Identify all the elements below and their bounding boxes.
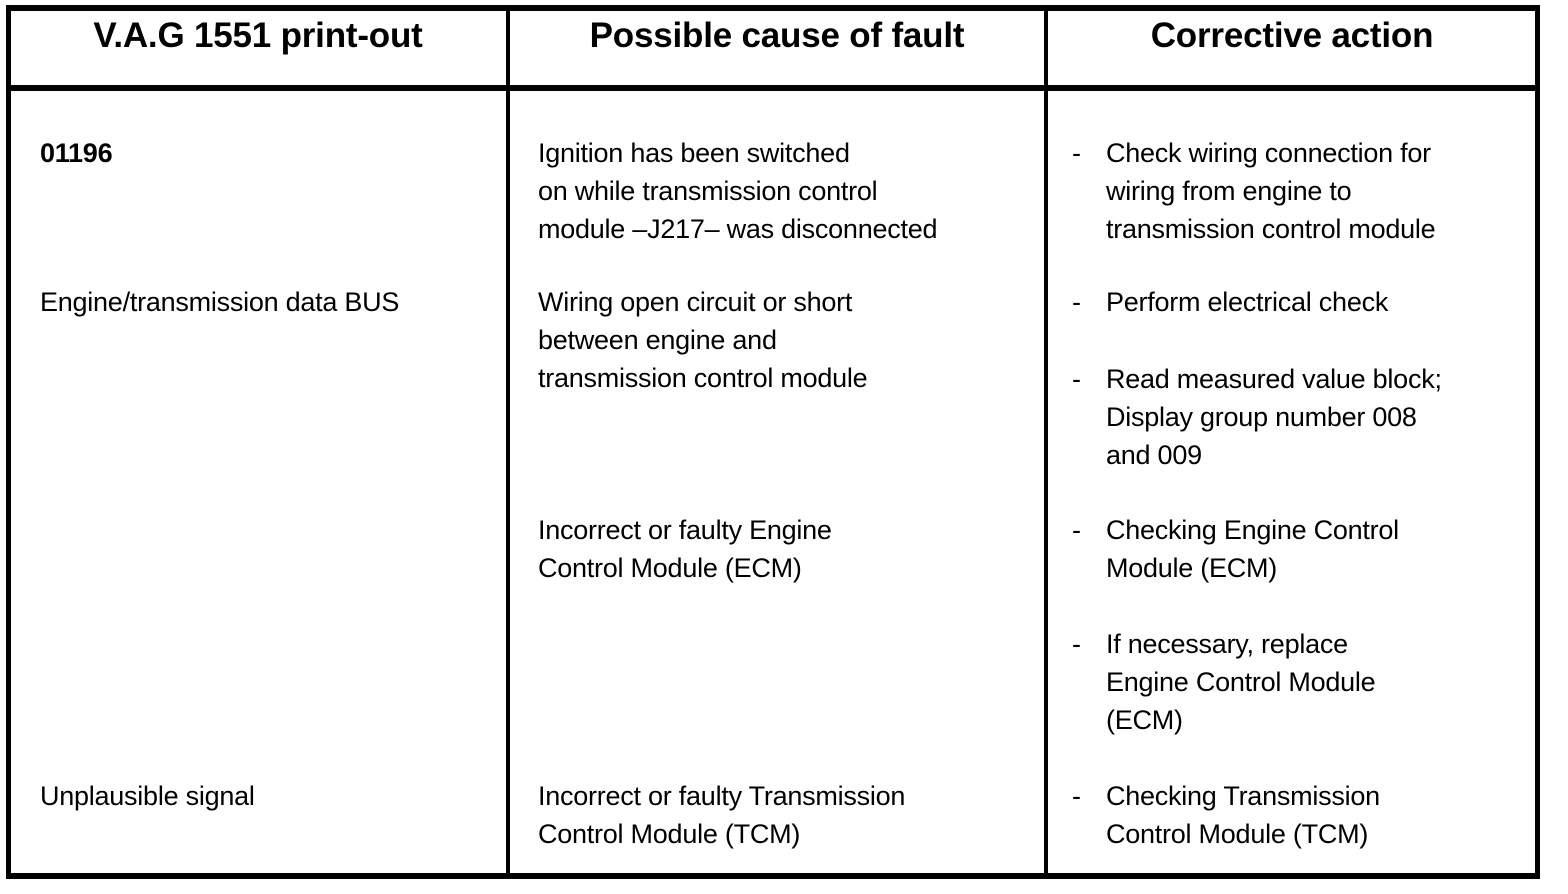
- printout-code: 01196: [40, 138, 113, 168]
- action-bullet: - Read measured value block; Display gro…: [1072, 360, 1532, 474]
- bullet-dash-icon: -: [1072, 629, 1081, 659]
- action-item: - Checking Transmission Control Module (…: [1072, 777, 1532, 853]
- bullet-dash-icon: -: [1072, 515, 1081, 545]
- cause-item: Incorrect or faulty Transmission Control…: [538, 777, 1038, 853]
- action-line: If necessary, replace: [1106, 629, 1348, 659]
- cause-line: between engine and: [538, 325, 777, 355]
- printout-description-bus: Engine/transmission data BUS: [40, 287, 400, 317]
- column-divider-1: [506, 5, 510, 879]
- action-line: Module (ECM): [1106, 553, 1278, 583]
- cause-line: Ignition has been switched: [538, 138, 850, 168]
- action-item: - Perform electrical check: [1072, 283, 1532, 321]
- action-line: and 009: [1106, 440, 1202, 470]
- cause-line: Control Module (ECM): [538, 553, 802, 583]
- column-header-printout: V.A.G 1551 print-out: [93, 16, 423, 55]
- action-line: Control Module (TCM): [1106, 819, 1369, 849]
- column-header-action: Corrective action: [1150, 16, 1434, 55]
- action-line: Engine Control Module: [1106, 667, 1376, 697]
- action-item: - If necessary, replace Engine Control M…: [1072, 625, 1532, 739]
- bullet-dash-icon: -: [1072, 364, 1081, 394]
- action-line: Checking Engine Control: [1106, 515, 1399, 545]
- action-item: - Checking Engine Control Module (ECM): [1072, 511, 1532, 587]
- cause-line: module –J217– was disconnected: [538, 214, 938, 244]
- printout-description-signal: Unplausible signal: [40, 781, 255, 811]
- action-line: Check wiring connection for: [1106, 138, 1431, 168]
- action-item: - Check wiring connection for wiring fro…: [1072, 134, 1532, 248]
- bullet-dash-icon: -: [1072, 781, 1081, 811]
- cause-line: transmission control module: [538, 363, 868, 393]
- cause-line: on while transmission control: [538, 176, 878, 206]
- action-item: - Read measured value block; Display gro…: [1072, 360, 1532, 474]
- bullet-dash-icon: -: [1072, 138, 1081, 168]
- action-line: Perform electrical check: [1106, 287, 1389, 317]
- cause-item: Incorrect or faulty Engine Control Modul…: [538, 511, 1038, 587]
- cause-item: Wiring open circuit or short between eng…: [538, 283, 1038, 397]
- header-separator-rule: [6, 85, 1540, 91]
- action-bullet: - Perform electrical check: [1072, 283, 1532, 321]
- column-header-cause: Possible cause of fault: [589, 16, 965, 55]
- action-line: wiring from engine to: [1106, 176, 1352, 206]
- cause-item: Ignition has been switched on while tran…: [538, 134, 1038, 248]
- action-line: transmission control module: [1106, 214, 1436, 244]
- action-line: Display group number 008: [1106, 402, 1417, 432]
- action-line: Checking Transmission: [1106, 781, 1380, 811]
- bullet-dash-icon: -: [1072, 287, 1081, 317]
- action-bullet: - Checking Engine Control Module (ECM): [1072, 511, 1532, 587]
- column-divider-2: [1044, 5, 1048, 879]
- cause-line: Wiring open circuit or short: [538, 287, 853, 317]
- action-bullet: - Checking Transmission Control Module (…: [1072, 777, 1532, 853]
- cause-line: Incorrect or faulty Transmission: [538, 781, 906, 811]
- action-bullet: - If necessary, replace Engine Control M…: [1072, 625, 1532, 739]
- cause-line: Incorrect or faulty Engine: [538, 515, 832, 545]
- table-outer-border: [6, 5, 1540, 879]
- action-line: Read measured value block;: [1106, 364, 1442, 394]
- action-line: (ECM): [1106, 705, 1183, 735]
- cause-line: Control Module (TCM): [538, 819, 801, 849]
- action-bullet: - Check wiring connection for wiring fro…: [1072, 134, 1532, 248]
